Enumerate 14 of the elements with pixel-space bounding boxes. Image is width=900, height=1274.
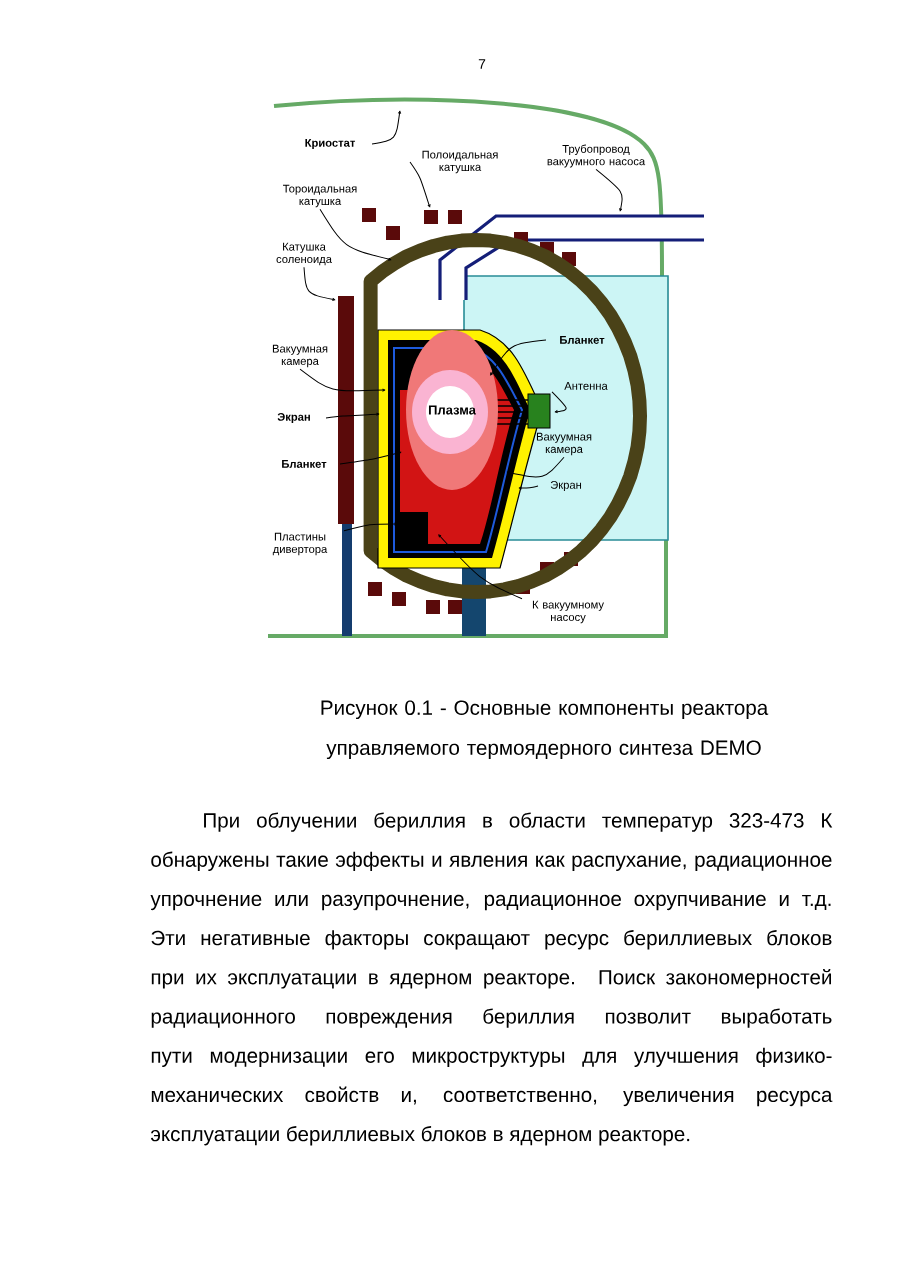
leader-line	[595, 168, 623, 212]
leader-line	[490, 339, 547, 376]
leader-line	[371, 110, 402, 145]
leader-line	[299, 368, 386, 392]
leader-line	[409, 161, 431, 208]
leader-line	[343, 522, 398, 532]
leader-line	[325, 412, 380, 419]
figure-caption: Рисунок 0.1 - Основные компоненты реактора управляемого термоядерного синтеза DEMO	[321, 700, 769, 760]
cryostat-line	[268, 97, 668, 638]
body-paragraph: При облучении бериллия в области температур 323-473 К обнаружены такие эффекты и явления как распухание, радиационное упрочнение или разупрочнение, радиационное охрупчивание и т.д. Эти негативные факторы сокращают ресурс бериллиевых блоков при их эксплуатации в ядерном реакторе. Поиск закономерностей радиационного повреждения бериллия позволит выработать пути модернизации его микроструктуры для улучшения физико-механических свойств и, соответственно, увеличения ресурса эксплуатации бериллиевых блоков в ядерном реакторе.	[150, 812, 833, 1146]
leader-line	[319, 208, 392, 261]
leader-line	[303, 266, 336, 301]
leader-line	[518, 485, 539, 490]
leader-line	[551, 391, 567, 414]
